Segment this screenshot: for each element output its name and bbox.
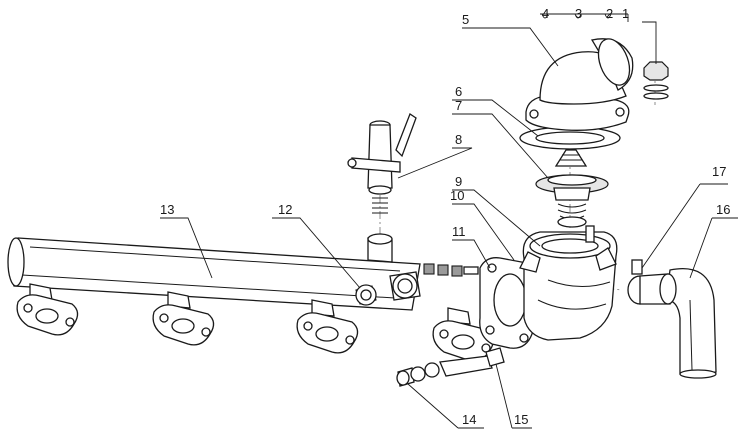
callout-10: 10 xyxy=(450,188,464,203)
callout-5: 5 xyxy=(462,12,469,27)
callout-3: 3 xyxy=(575,6,582,21)
callout-11: 11 xyxy=(452,224,466,239)
pipe-fittings xyxy=(355,263,479,306)
callout-17: 17 xyxy=(712,164,726,179)
thermostat xyxy=(535,149,609,228)
leader-lines xyxy=(160,13,738,429)
outlet-flange-4 xyxy=(432,307,495,362)
outlet-flange-1 xyxy=(16,283,79,336)
manifold-pipe xyxy=(7,233,421,311)
outlet-flange-2 xyxy=(152,291,215,346)
callout-13: 13 xyxy=(160,202,174,217)
callout-labels: 1 2 3 4 5 6 7 8 9 10 11 12 13 14 15 16 1… xyxy=(160,6,730,427)
thermostat-housing xyxy=(519,225,618,341)
callout-16: 16 xyxy=(716,202,730,217)
outlet-flange-3 xyxy=(296,299,359,354)
hose-clamp xyxy=(627,259,677,305)
bolt-nut-washers xyxy=(643,61,669,100)
callout-12: 12 xyxy=(278,202,292,217)
callout-8: 8 xyxy=(455,132,462,147)
cover-gasket xyxy=(519,126,621,150)
callout-7: 7 xyxy=(455,98,462,113)
thermostat-cover xyxy=(525,38,634,131)
manifold-outlet-flanges xyxy=(16,283,495,362)
callout-6: 6 xyxy=(455,84,462,99)
callout-9: 9 xyxy=(455,174,462,189)
bracket-hardware xyxy=(396,347,505,387)
callout-14: 14 xyxy=(462,412,476,427)
drain-tap xyxy=(347,113,417,214)
callout-4: 4 xyxy=(542,6,549,21)
outlet-hose xyxy=(665,268,717,379)
callout-15: 15 xyxy=(514,412,528,427)
callout-1: 1 xyxy=(622,6,629,21)
small-studs xyxy=(423,263,479,277)
callout-2: 2 xyxy=(606,6,613,21)
